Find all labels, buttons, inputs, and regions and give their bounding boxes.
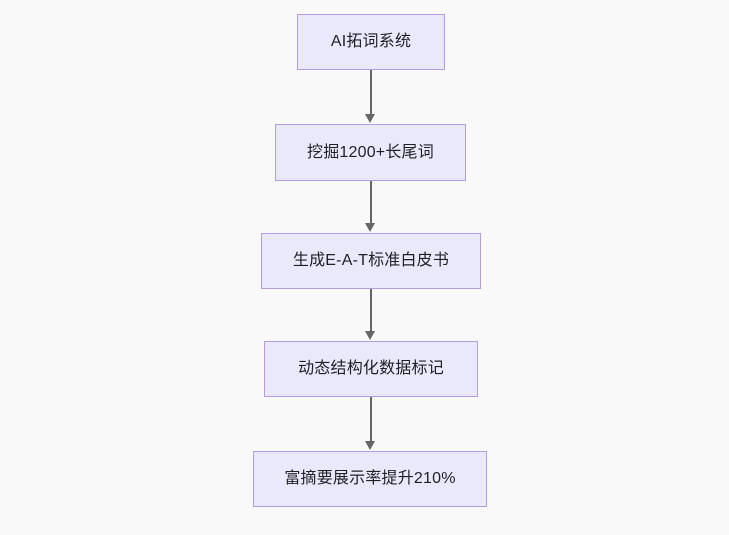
flow-node-label: 富摘要展示率提升210% (284, 470, 456, 488)
arrow-head-icon (365, 441, 375, 450)
flow-node-label: 挖掘1200+长尾词 (307, 143, 434, 161)
flow-node-dynamic-structured-data-markup[interactable]: 动态结构化数据标记 (264, 341, 478, 397)
flow-node-ai-keyword-system[interactable]: AI拓词系统 (297, 14, 445, 70)
flow-node-label: 动态结构化数据标记 (298, 360, 444, 378)
flow-node-rich-snippet-impression-uplift[interactable]: 富摘要展示率提升210% (253, 451, 487, 507)
arrow-head-icon (365, 223, 375, 232)
arrow-line (370, 289, 372, 332)
flow-node-label: AI拓词系统 (330, 33, 412, 51)
arrow-line (370, 70, 372, 115)
arrow-line (370, 397, 372, 442)
flow-node-generate-eat-whitepaper[interactable]: 生成E-A-T标准白皮书 (261, 233, 481, 289)
flow-node-mine-longtail-keywords[interactable]: 挖掘1200+长尾词 (275, 124, 466, 181)
flow-node-label: 生成E-A-T标准白皮书 (292, 252, 450, 270)
arrow-line (370, 181, 372, 224)
arrow-head-icon (365, 114, 375, 123)
arrow-head-icon (365, 331, 375, 340)
